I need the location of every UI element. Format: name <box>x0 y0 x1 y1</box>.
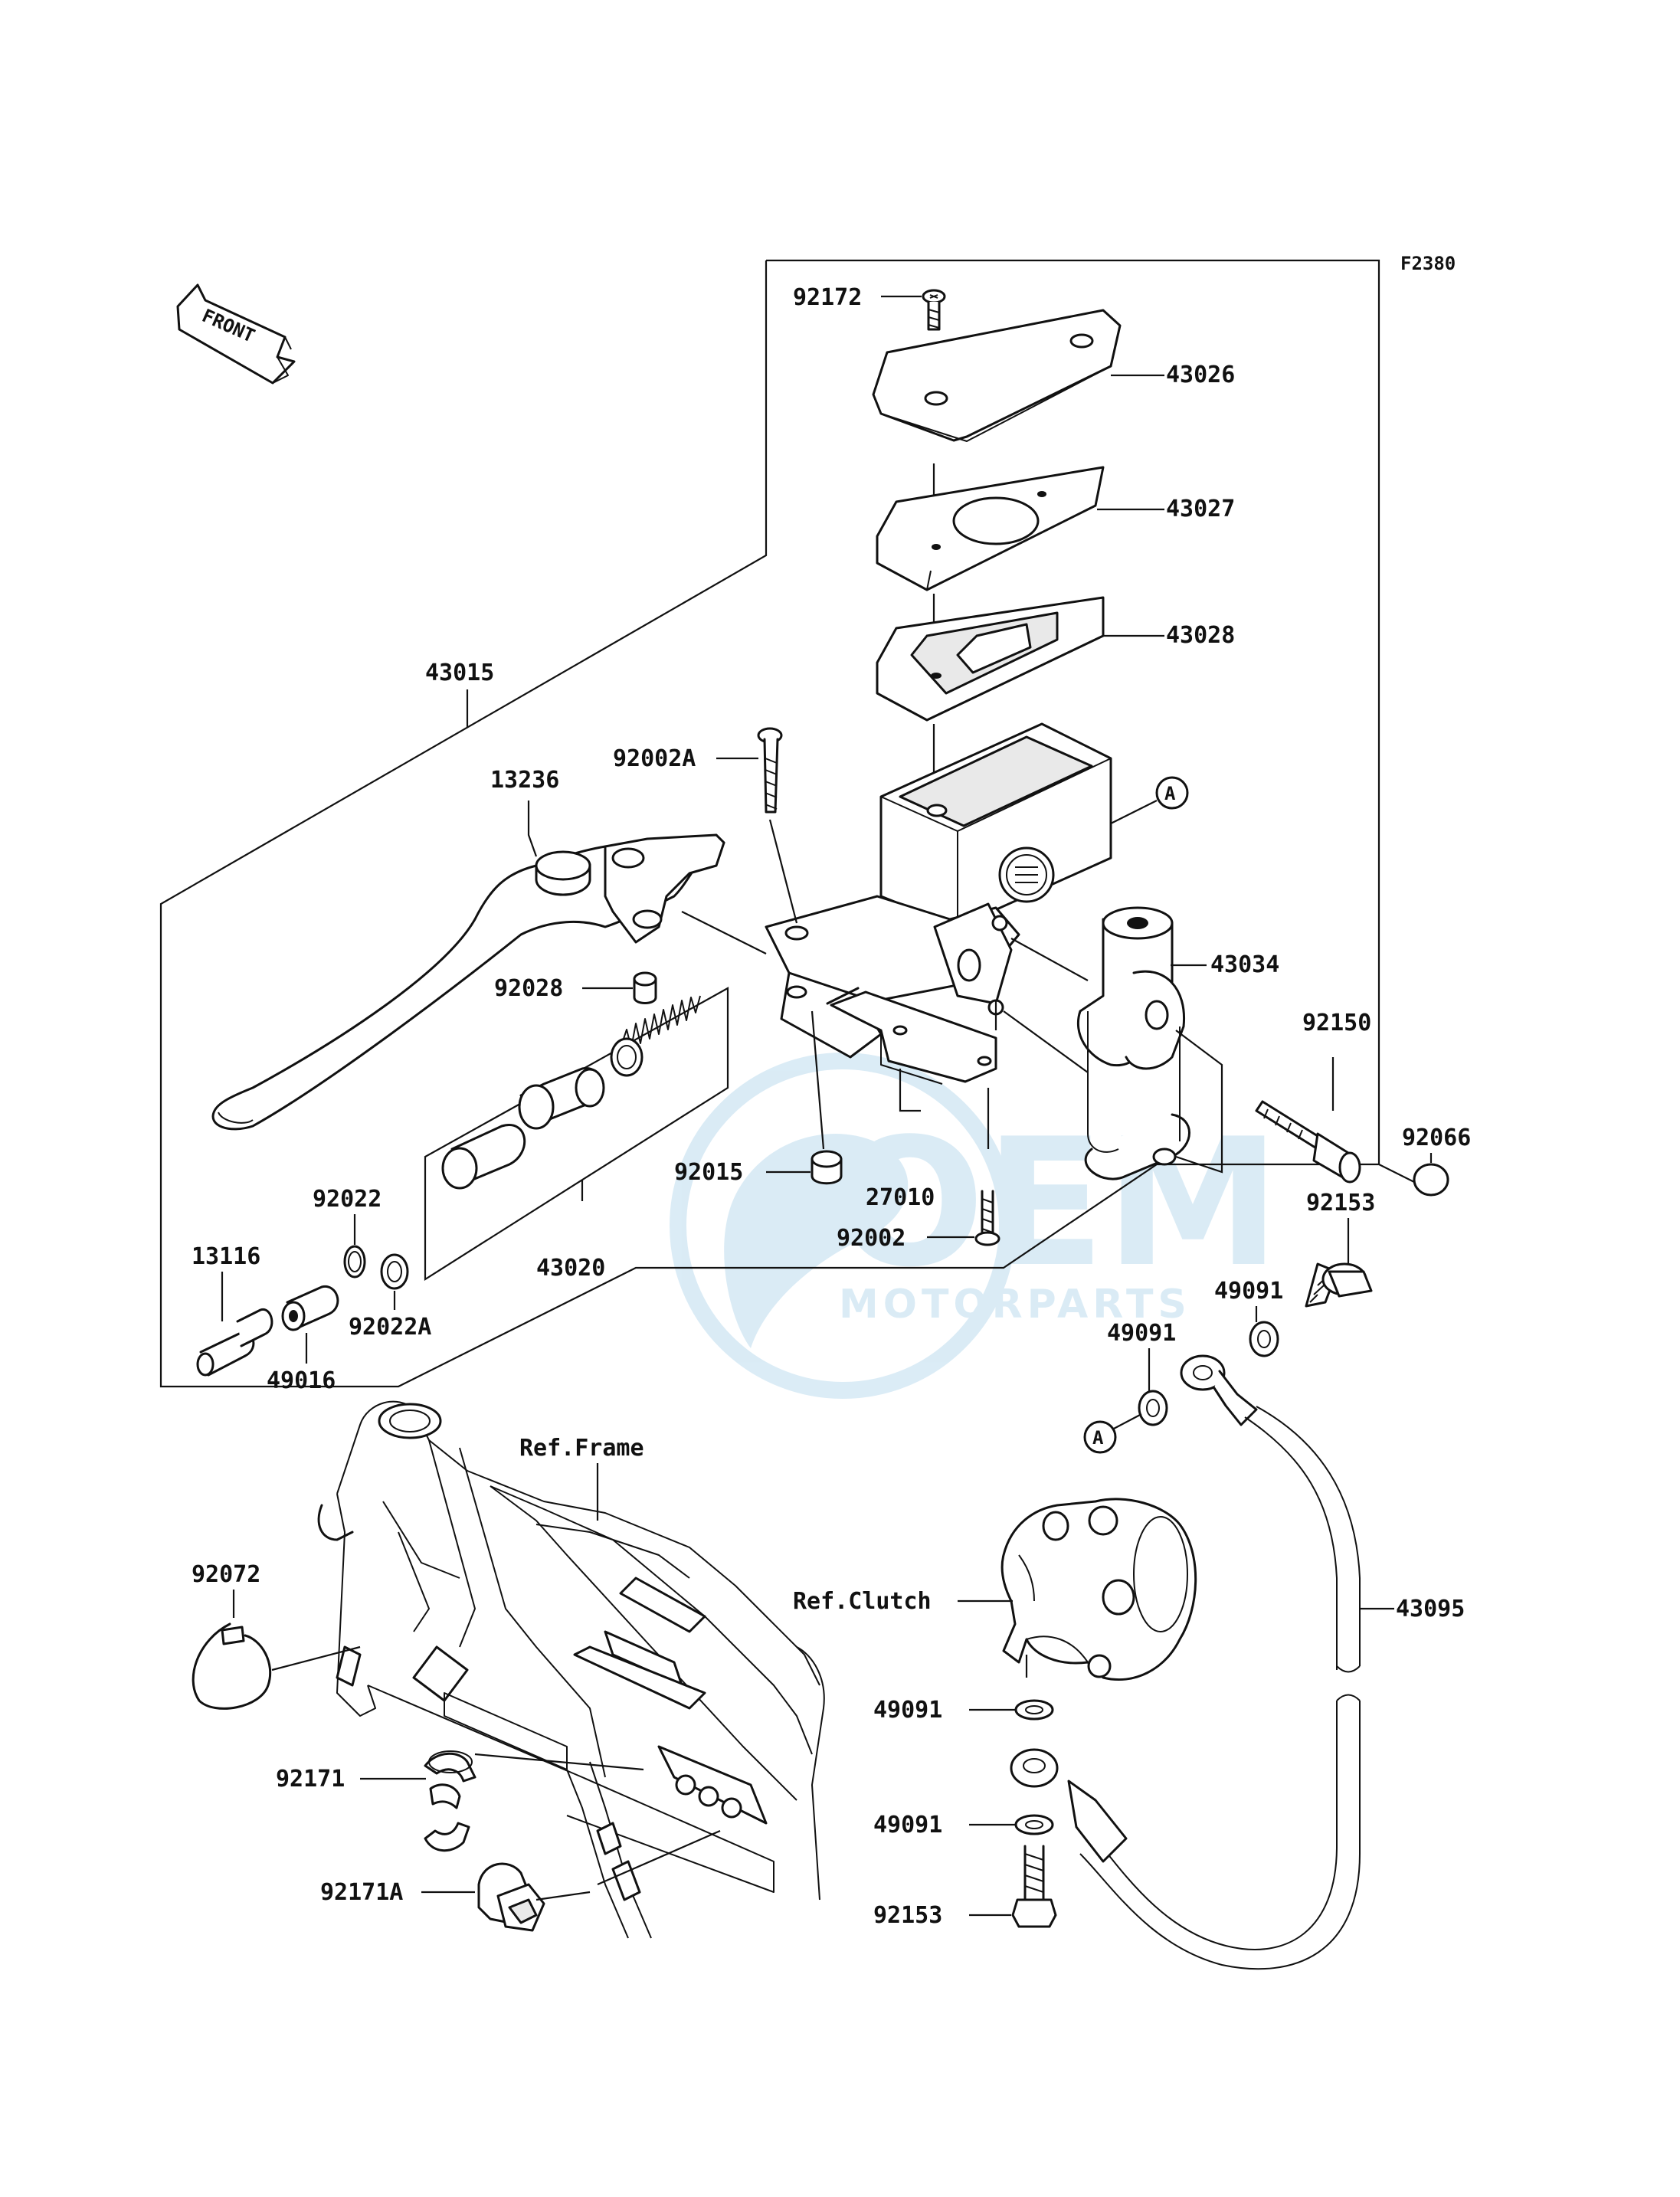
label-49016: 49016 <box>267 1367 336 1394</box>
screw-92002 <box>974 1190 1000 1246</box>
clamp-92171 <box>424 1750 476 1852</box>
label-92171: 92171 <box>276 1766 345 1793</box>
switch-27010 <box>826 987 997 1085</box>
watermark: OEM MOTORPARTS <box>670 1053 1281 1399</box>
label-92002: 92002 <box>837 1225 905 1252</box>
guide-49016 <box>281 1285 339 1331</box>
washer-49091-upper-b <box>1138 1390 1168 1426</box>
label-49091-lower-b: 49091 <box>873 1812 942 1838</box>
clip-92171a <box>477 1862 545 1932</box>
diaphragm-plate-43027 <box>876 466 1105 591</box>
label-92002a: 92002A <box>613 745 696 772</box>
clutch-hose-43095 <box>1067 1354 1361 1970</box>
label-92172: 92172 <box>793 284 862 311</box>
assembly-bracket-right <box>766 259 1380 1164</box>
label-13236: 13236 <box>490 767 559 794</box>
label-49091-upper-b: 49091 <box>1107 1320 1176 1347</box>
label-92171a: 92171A <box>320 1879 403 1906</box>
label-43015: 43015 <box>425 660 494 686</box>
frame-assembly <box>317 1400 825 1939</box>
banjo-fitting-lower <box>1010 1748 1059 1788</box>
ref-frame-label: Ref.Frame <box>519 1435 644 1462</box>
collar-92028 <box>633 971 657 1004</box>
clutch-slave-cylinder <box>1000 1498 1197 1681</box>
label-43027: 43027 <box>1166 496 1235 522</box>
watermark-sub: MOTORPARTS <box>839 1282 1191 1328</box>
pin-13116 <box>196 1308 273 1377</box>
banjo-bolt-92153-lower <box>1011 1845 1057 1928</box>
piston-parts-43020 <box>441 1037 644 1190</box>
nut-92015 <box>811 1150 843 1185</box>
label-43028: 43028 <box>1166 622 1235 649</box>
marker-a-upper: A <box>1155 776 1189 810</box>
assembly-bracket-outline <box>159 260 1418 1388</box>
bolt-92002a <box>757 727 783 814</box>
label-43026: 43026 <box>1166 362 1235 388</box>
label-13116: 13116 <box>192 1243 260 1270</box>
bolt-92150 <box>1255 1100 1361 1184</box>
label-92072: 92072 <box>192 1561 260 1588</box>
label-43020: 43020 <box>536 1255 605 1282</box>
label-92153-upper: 92153 <box>1306 1190 1375 1216</box>
label-92022: 92022 <box>313 1186 382 1213</box>
circlip-92022 <box>343 1245 366 1279</box>
watermark-brand: OEM <box>835 1102 1281 1306</box>
banjo-bolt-92153-upper <box>1305 1262 1373 1308</box>
label-49091-lower-a: 49091 <box>873 1697 942 1724</box>
front-arrow-icon: FRONT <box>176 283 296 385</box>
clutch-lever-13236 <box>211 833 725 1131</box>
label-92153-lower: 92153 <box>873 1902 942 1929</box>
marker-a-lower-label: A <box>1092 1427 1104 1449</box>
ref-clutch-label: Ref.Clutch <box>793 1588 932 1615</box>
washer-49091-lower-b <box>1014 1814 1054 1835</box>
label-92066: 92066 <box>1402 1125 1471 1151</box>
spring <box>621 995 701 1049</box>
washer-92022a <box>380 1253 409 1290</box>
label-49091-upper-a: 49091 <box>1214 1278 1283 1305</box>
screw-92172 <box>922 289 946 331</box>
label-92022a: 92022A <box>349 1314 431 1341</box>
label-92150: 92150 <box>1302 1010 1371 1036</box>
washer-49091-lower-a <box>1014 1699 1054 1721</box>
marker-a-lower: A <box>1083 1420 1117 1454</box>
washer-49091-upper-a <box>1249 1321 1279 1357</box>
label-27010: 27010 <box>866 1184 935 1211</box>
master-cylinder-body <box>765 722 1112 1059</box>
band-92072 <box>192 1622 272 1710</box>
label-92028: 92028 <box>494 975 563 1002</box>
cap-92066 <box>1413 1163 1449 1197</box>
label-92015: 92015 <box>674 1159 743 1186</box>
marker-a-upper-label: A <box>1164 783 1176 804</box>
diagram-code: F2380 <box>1400 253 1456 274</box>
label-43034: 43034 <box>1210 951 1279 978</box>
diaphragm-43028 <box>876 596 1105 722</box>
reservoir-cap-43026 <box>872 309 1122 442</box>
label-43095: 43095 <box>1396 1596 1465 1622</box>
holder-43034 <box>1076 906 1190 1180</box>
